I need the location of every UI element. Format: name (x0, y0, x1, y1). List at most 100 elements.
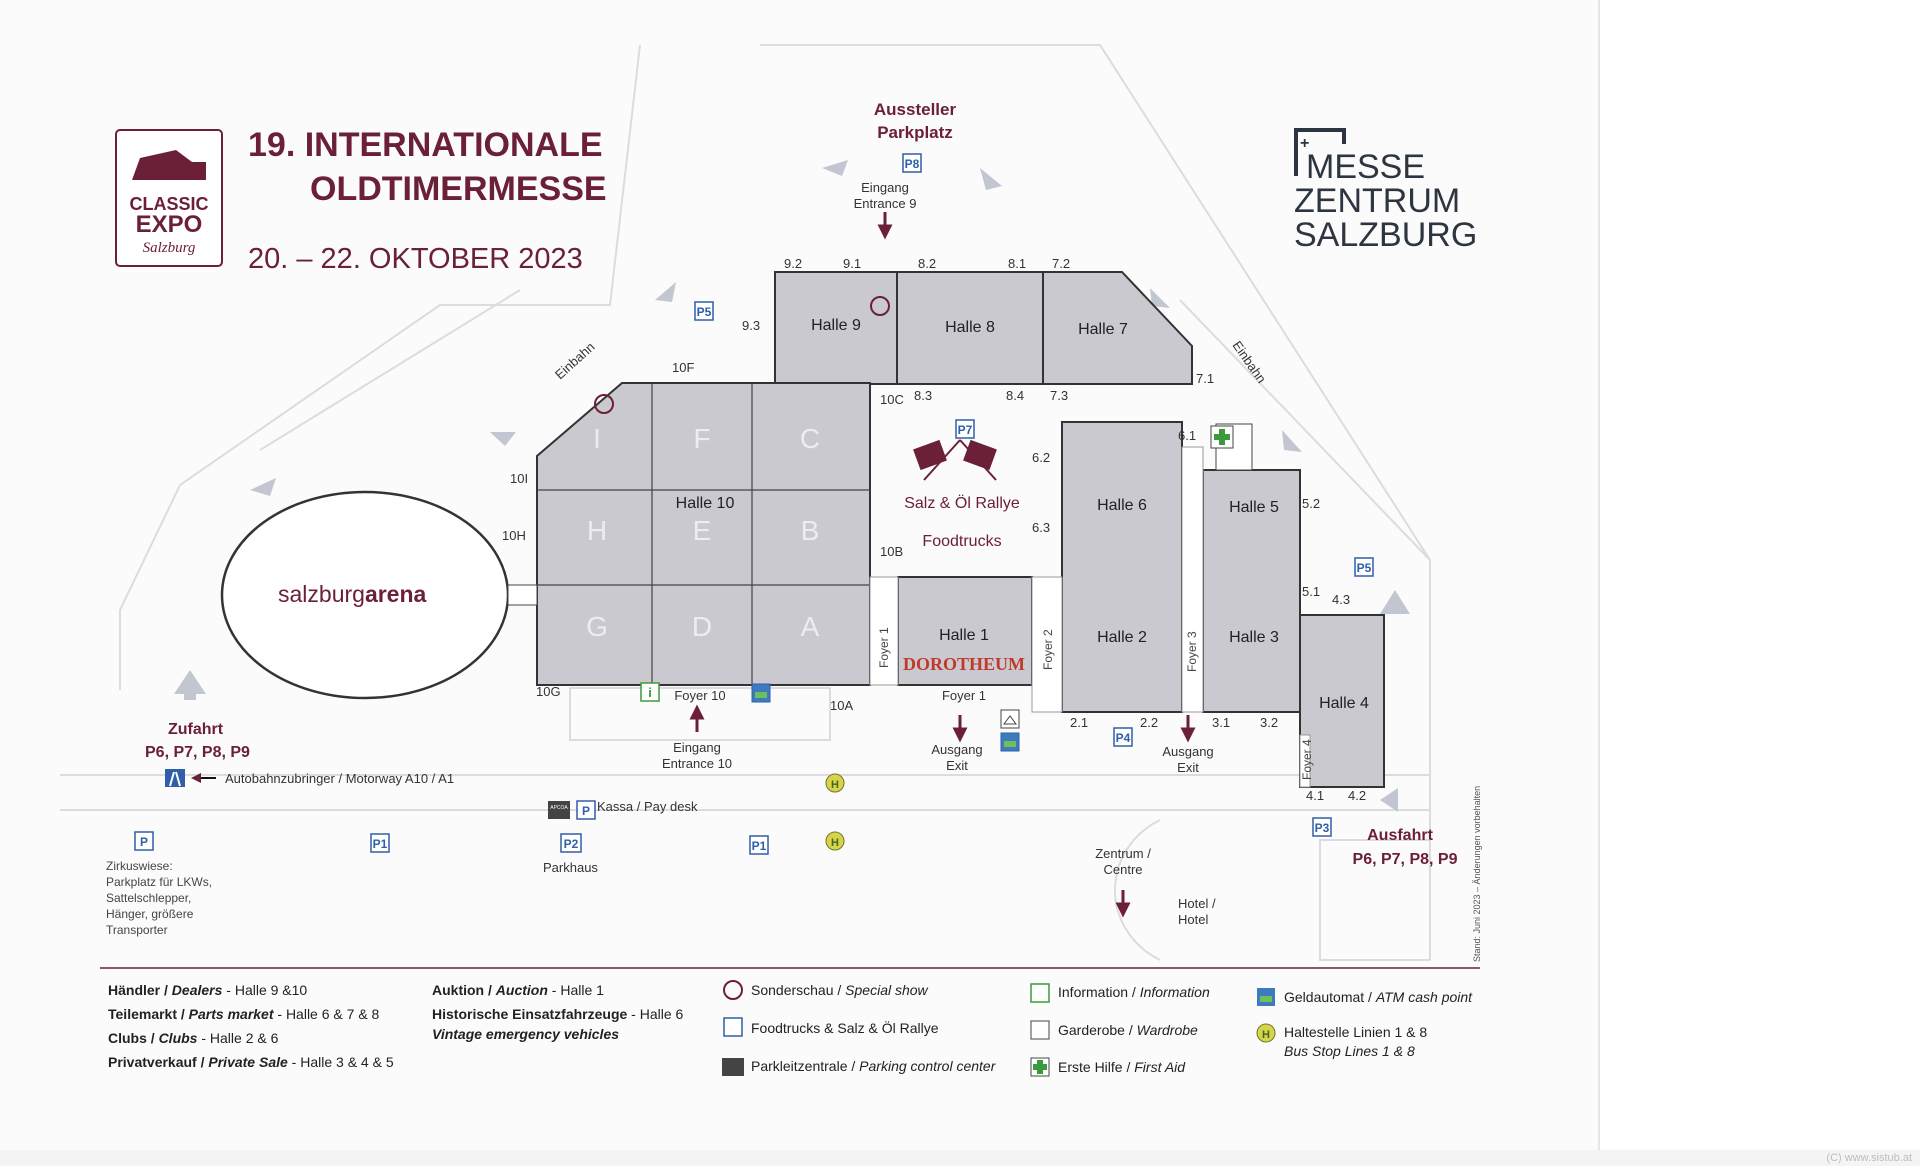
parking-p1-tag-a[interactable]: P1 (370, 833, 390, 853)
legend-special-show-icon (723, 980, 743, 1000)
svg-text:Geldautomat / ATM cash point: Geldautomat / ATM cash point (1284, 989, 1473, 1005)
svg-text:Bus Stop Lines 1 & 8: Bus Stop Lines 1 & 8 (1284, 1043, 1415, 1059)
motorway-label: Autobahnzubringer / Motorway A10 / A1 (225, 771, 454, 786)
svg-text:Zirkuswiese:: Zirkuswiese: (106, 859, 173, 873)
hall-6-2[interactable] (1061, 421, 1183, 713)
gate-4-1: 4.1 (1306, 788, 1324, 803)
label-halle6: Halle 6 (1097, 497, 1147, 514)
gate-6-2: 6.2 (1032, 450, 1050, 465)
gate-numbers: 9.2 9.1 8.2 8.1 7.2 9.3 8.3 8.4 7.3 7.1 … (502, 256, 1366, 803)
svg-text:Hänger, größere: Hänger, größere (106, 907, 194, 921)
gate-8-4: 8.4 (1006, 388, 1024, 403)
foyer4-strip (1299, 734, 1311, 788)
gate-9-2: 9.2 (784, 256, 802, 271)
halls (220, 271, 1385, 788)
parking-p3-tag[interactable]: P3 (1312, 817, 1332, 837)
gate-4-2: 4.2 (1348, 788, 1366, 803)
logo-text-salzburg: Salzburg (143, 240, 196, 256)
parking-p7-tag[interactable]: P7 (955, 419, 975, 439)
label-dorotheum: DOROTHEUM (903, 654, 1025, 674)
parking-p1-tag-b[interactable]: P1 (749, 835, 769, 855)
gate-10c: 10C (880, 392, 904, 407)
foyer3-strip (1181, 446, 1204, 713)
sector-f: F (693, 423, 710, 454)
label-halle4: Halle 4 (1319, 695, 1369, 712)
bus-stop-icon-b: H (825, 831, 845, 851)
arena-link (507, 584, 538, 606)
gate-8-3: 8.3 (914, 388, 932, 403)
hotel-label-1: Hotel / (1178, 896, 1216, 911)
label-halle8: Halle 8 (945, 319, 995, 336)
hall10-sector-grid (537, 383, 870, 685)
organizer-line3: SALZBURG (1294, 216, 1477, 254)
svg-text:P5: P5 (1357, 561, 1372, 575)
kassa-label: Kassa / Pay desk (597, 799, 698, 814)
watermark: (C) www.sistub.at (1826, 1152, 1912, 1164)
legend-col-categories-2: Auktion / Auction - Halle 1 Historische … (432, 982, 684, 1042)
gate-8-1: 8.1 (1008, 256, 1026, 271)
label-halle9: Halle 9 (811, 317, 861, 334)
info-icon: i (640, 682, 660, 702)
classic-expo-logo: CLASSIC EXPO Salzburg (115, 129, 223, 267)
logo-text-classic: CLASSIC (129, 194, 208, 214)
legend-bus-stop-icon: H (1256, 1023, 1276, 1043)
special-show-marker-10[interactable] (594, 394, 614, 414)
label-foyer10: Foyer 10 (674, 688, 725, 703)
first-aid-icon (1210, 425, 1234, 449)
castle-car-icon (132, 150, 206, 180)
event-title-line2: OLDTIMERMESSE (310, 170, 607, 208)
svg-text:Parkleitzentrale / Parking con: Parkleitzentrale / Parking control cente… (751, 1058, 997, 1074)
hall-8[interactable] (896, 271, 1044, 385)
svg-text:Auktion / Auction - Halle 1: Auktion / Auction - Halle 1 (432, 982, 604, 998)
road-network (60, 44, 1431, 961)
parking-p-tag-left[interactable]: P (134, 831, 154, 851)
sector-d: D (692, 611, 712, 642)
gate-10g: 10G (536, 684, 561, 699)
legend-col-symbols-1: Sonderschau / Special show Foodtrucks & … (722, 980, 997, 1076)
event-title-line1: 19. INTERNATIONALE (248, 126, 603, 164)
parking-p2-tag[interactable]: P2 (560, 833, 582, 853)
hall-7[interactable] (1042, 271, 1193, 385)
legend-parking-control-icon (722, 1058, 744, 1076)
ausgang1-label-2: Exit (946, 758, 968, 773)
svg-text:P4: P4 (1116, 731, 1131, 745)
label-rallye: Salz & Öl Rallye (904, 494, 1020, 512)
label-halle3: Halle 3 (1229, 629, 1279, 646)
gate-10i: 10I (510, 471, 528, 486)
parking-p5-tag-right[interactable]: P5 (1354, 557, 1374, 577)
svg-text:APCOA: APCOA (550, 805, 568, 811)
sector-c: C (800, 423, 820, 454)
hall-10[interactable] (536, 382, 871, 686)
ausgang1-label-1: Ausgang (931, 742, 982, 757)
ausgang2-label-1: Ausgang (1162, 744, 1213, 759)
label-foyer2-vertical: Foyer 2 (1041, 629, 1055, 670)
foyer2-strip (1031, 576, 1063, 713)
parking-p8-tag[interactable]: P8 (902, 153, 922, 173)
foyer1-strip (869, 576, 899, 686)
gate-6-3: 6.3 (1032, 520, 1050, 535)
gate-8-2: 8.2 (918, 256, 936, 271)
parking-p-tag-kassa[interactable]: P (576, 800, 596, 820)
parking-p5-tag-top[interactable]: P5 (694, 301, 714, 321)
special-show-marker-9[interactable] (870, 296, 890, 316)
gate-2-2: 2.2 (1140, 715, 1158, 730)
label-foyer4-vertical: Foyer 4 (1300, 739, 1314, 780)
svg-text:P1: P1 (373, 837, 388, 851)
ausfahrt-title: Ausfahrt (1367, 827, 1433, 844)
ausgang2-label-2: Exit (1177, 760, 1199, 775)
legend: Händler / Dealers - Halle 9 &10 Teilemar… (108, 980, 1473, 1077)
bus-stop-icon-a: H (825, 773, 845, 793)
hall-5-3[interactable] (1202, 469, 1301, 713)
svg-text:Vintage emergency vehicles: Vintage emergency vehicles (432, 1026, 619, 1042)
sector-g: G (586, 611, 608, 642)
hall-1[interactable] (897, 576, 1033, 686)
gate-9-3: 9.3 (742, 318, 760, 333)
zufahrt-title: Zufahrt (168, 721, 224, 738)
organizer-line2: ZENTRUM (1294, 182, 1460, 220)
parking-p4-tag[interactable]: P4 (1113, 727, 1133, 747)
gate-10f: 10F (672, 360, 694, 375)
hall-9[interactable] (774, 271, 898, 385)
organizer-line1: MESSE (1306, 148, 1425, 186)
svg-text:Foodtrucks & Salz & Öl Rallye: Foodtrucks & Salz & Öl Rallye (751, 1019, 939, 1036)
hall-4[interactable] (1299, 614, 1385, 788)
